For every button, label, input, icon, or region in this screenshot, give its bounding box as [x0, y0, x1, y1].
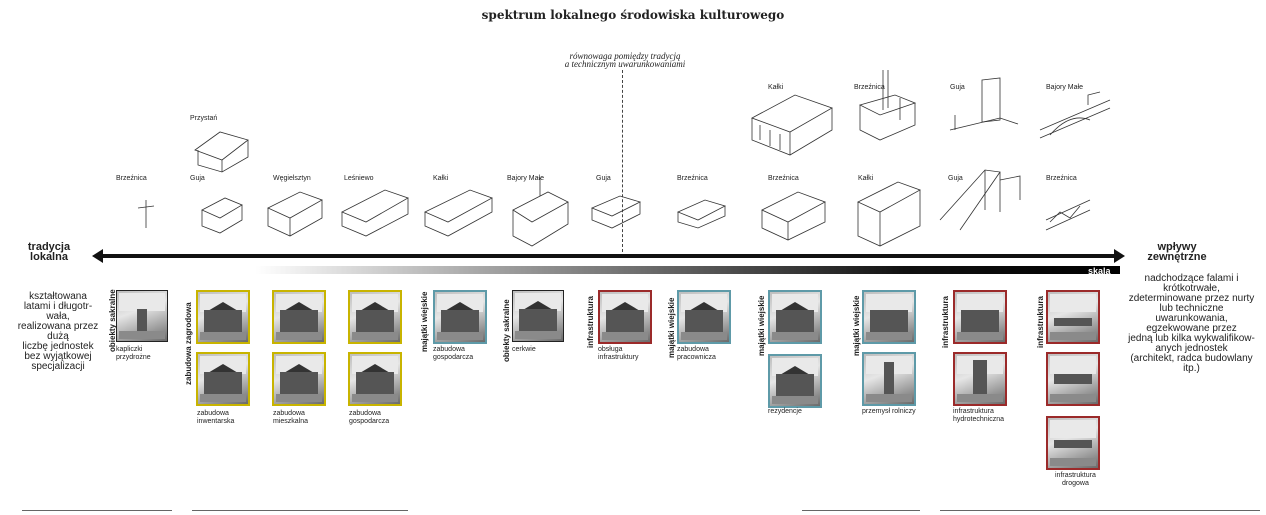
photo-obsluga-infrastruktury: [598, 290, 652, 344]
page-title: spektrum lokalnego środowiska kulturoweg…: [481, 8, 785, 22]
sketch-brzeznica-3: [761, 191, 826, 241]
place-label: Brzeźnica: [854, 84, 885, 91]
photo-hydro-2: [953, 352, 1007, 406]
place-label: Bajory Małe: [1046, 84, 1083, 91]
scale-gradient: [255, 266, 1120, 274]
photo-cerkwie: [512, 290, 564, 342]
sketch-kalki-1: [424, 189, 493, 237]
bottom-rule: [22, 510, 172, 511]
category-label: infrastruktura: [941, 295, 950, 348]
photo-zagrodowa-3: [272, 290, 326, 344]
photo-drogowa-2: [1046, 352, 1100, 406]
photo-zagrodowa-2: [196, 352, 250, 406]
photo-zagrodowa-1: [196, 290, 250, 344]
category-label: majątki wiejskie: [757, 295, 766, 356]
sketch-brzeznica-1: [137, 200, 155, 228]
photo-hydro-1: [953, 290, 1007, 344]
sketch-brzeznica-2: [676, 199, 727, 229]
bottom-rule: [802, 510, 920, 511]
building-sketches: [137, 70, 1111, 247]
sketch-bajory-1: [512, 178, 569, 247]
place-label: Guja: [596, 175, 611, 182]
place-label: Kałki: [433, 175, 449, 182]
sketch-kalki-2: [857, 181, 921, 247]
place-label: Guja: [190, 175, 205, 182]
balance-label: równowaga pomiędzy tradycją a techniczny…: [564, 51, 686, 69]
photo-drogowa-3: [1046, 416, 1100, 470]
sketch-brzeznica-4: [1045, 199, 1091, 231]
photo-rezydencje-2: [768, 354, 822, 408]
balance-divider: [622, 70, 623, 252]
photo-przemysl-1: [862, 290, 916, 344]
sketch-przystan: [194, 131, 249, 173]
sketch-lesniewo: [341, 189, 409, 237]
caption-cerkwie: cerkwie: [512, 346, 536, 353]
category-label: majątki wiejskie: [852, 295, 861, 356]
place-label: Brzeźnica: [1046, 175, 1077, 182]
category-label: zabudowa zagrodowa: [184, 302, 193, 385]
photo-kapliczki: [116, 290, 168, 342]
place-label: Brzeźnica: [768, 175, 799, 182]
category-label: majątki wiejskie: [420, 291, 429, 352]
photo-zagrodowa-5: [348, 290, 402, 344]
category-label: infrastruktura: [586, 295, 595, 348]
photo-zagrodowa-4: [272, 352, 326, 406]
place-label: Brzeźnica: [116, 175, 147, 182]
place-label: Leśniewo: [344, 175, 374, 182]
place-label: Kałki: [768, 84, 784, 91]
category-label: infrastruktura: [1036, 295, 1045, 348]
sketch-kalki-upper: [751, 94, 833, 156]
place-label: Kałki: [858, 175, 874, 182]
axis-left-arrow: [92, 249, 103, 263]
place-label: Brzeźnica: [677, 175, 708, 182]
caption-przemysl: przemysł rolniczy: [862, 408, 916, 415]
photo-rezydencje-1: [768, 290, 822, 344]
category-label: majątki wiejskie: [667, 297, 676, 358]
axis-right-label: wpływy zewnętrzne: [1147, 241, 1207, 263]
category-label: obiekty sakralne: [502, 299, 511, 362]
place-label: Guja: [948, 175, 963, 182]
axis-right-arrow: [1114, 249, 1125, 263]
caption-rezydencje: rezydencje: [768, 408, 802, 415]
bottom-rule: [192, 510, 408, 511]
sketch-wegielsztyn: [267, 191, 323, 237]
photo-pracownicza: [677, 290, 731, 344]
place-label: Przystań: [190, 115, 218, 122]
scale-label: skala: [1088, 266, 1111, 276]
sketch-guja-3: [939, 169, 1021, 231]
sketch-guja-1: [201, 197, 243, 234]
sketch-bajory-upper: [1039, 91, 1111, 139]
place-label: Węgielsztyn: [273, 175, 311, 182]
right-description: nadchodzące falami i krótkotrwałe, zdete…: [1128, 273, 1255, 374]
sketch-guja-upper: [949, 77, 1019, 131]
photo-drogowa-1: [1046, 290, 1100, 344]
place-label: Guja: [950, 84, 965, 91]
sketch-guja-2: [590, 195, 642, 229]
photo-majatki-gospodarcza: [433, 290, 487, 344]
photo-zagrodowa-6: [348, 352, 402, 406]
place-label: Bajory Małe: [507, 175, 544, 182]
left-description: kształtowana latami i długotr- wała, rea…: [17, 291, 99, 372]
spectrum-axis: [98, 254, 1118, 258]
photo-przemysl-2: [862, 352, 916, 406]
sketch-brzeznica-upper: [858, 70, 917, 141]
axis-left-label: tradycja lokalna: [27, 241, 71, 263]
bottom-rule: [940, 510, 1260, 511]
